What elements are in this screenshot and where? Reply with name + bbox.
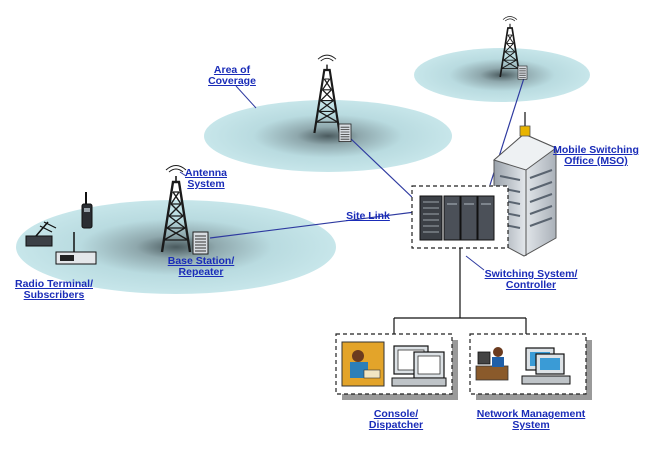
label-line: Base Station/ (167, 255, 235, 267)
label-line: Dispatcher (368, 419, 424, 431)
server-rack-icon (338, 123, 352, 143)
dispatcher-workstation-icon (341, 341, 447, 387)
handheld-radio-icon (81, 192, 93, 229)
label-line: Repeater (178, 266, 224, 278)
label-line: Switching System/ (484, 268, 578, 280)
label-line: System (187, 178, 225, 190)
label-radio-terminal: Radio Terminal/ Subscribers (6, 279, 102, 301)
coverage-area-middle (204, 100, 452, 172)
label-line: Mobile Switching (553, 144, 639, 156)
label-base-station: Base Station/ Repeater (160, 256, 242, 278)
label-area-of-coverage: Area of Coverage (200, 65, 264, 87)
coverage-area-right (414, 48, 590, 102)
pointer-antenna (179, 171, 187, 177)
label-line: Network Management (476, 408, 586, 420)
server-rack-icon (192, 231, 209, 255)
server-rack-icon (517, 65, 528, 80)
label-console: Console/ Dispatcher (356, 409, 436, 431)
network-workstation-icon (475, 347, 571, 385)
label-line: Office (MSO) (564, 155, 628, 167)
coverage-area-left (16, 200, 336, 294)
label-antenna-system: Antenna System (180, 168, 232, 190)
label-line: Antenna (185, 167, 227, 179)
label-line: Coverage (208, 75, 256, 87)
label-site-link: Site Link (340, 211, 396, 222)
base-radio-icon (55, 232, 97, 265)
site-link-left (209, 211, 416, 239)
label-switching-system: Switching System/ Controller (476, 269, 586, 291)
pointer-switching (465, 255, 485, 271)
label-line: Radio Terminal/ (15, 278, 93, 290)
label-line: Controller (505, 279, 557, 291)
mobile-radio-icon (25, 221, 57, 247)
label-line: Area of (213, 64, 251, 76)
label-line: System (512, 419, 550, 431)
label-mso: Mobile Switching Office (MSO) (546, 145, 646, 167)
label-network-management: Network Management System (466, 409, 596, 431)
switching-cabinet-icon (419, 195, 495, 241)
label-line: Console/ (373, 408, 419, 420)
label-line: Site Link (346, 210, 390, 222)
office-building-icon (492, 112, 557, 257)
label-line: Subscribers (23, 289, 85, 301)
pointer-area-of-coverage (235, 85, 257, 109)
site-link-middle (349, 137, 416, 201)
